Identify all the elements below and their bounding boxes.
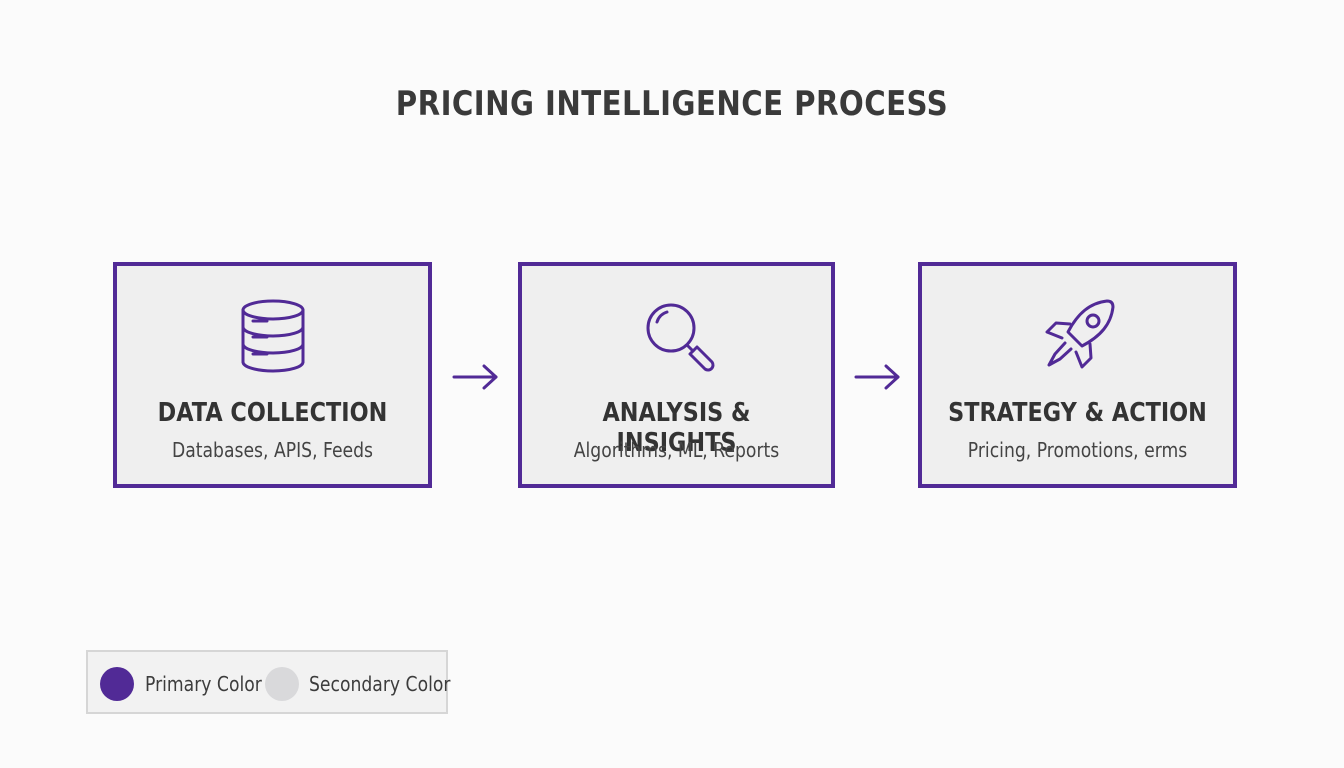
legend-swatch-primary — [100, 667, 134, 701]
step-card-analysis-insights: ANALYSIS & INSIGHTS Algorithms, ML, Repo… — [518, 262, 835, 488]
step-card-strategy-action: STRATEGY & ACTION Pricing, Promotions, e… — [918, 262, 1237, 488]
legend-swatch-secondary — [265, 667, 299, 701]
diagram-title: PRICING INTELLIGENCE PROCESS — [395, 84, 949, 124]
legend-label-secondary: Secondary Color — [309, 672, 451, 696]
step-title: DATA COLLECTION — [157, 398, 388, 428]
database-icon — [233, 296, 313, 376]
step-card-data-collection: DATA COLLECTION Databases, APIS, Feeds — [113, 262, 432, 488]
step-title: STRATEGY & ACTION — [948, 398, 1207, 428]
step-subtitle: Pricing, Promotions, erms — [967, 438, 1188, 462]
step-title: ANALYSIS & INSIGHTS — [602, 398, 751, 458]
step-subtitle: Algorithms, ML, Reports — [573, 438, 780, 462]
magnifying-glass-icon — [637, 296, 717, 376]
legend-label-primary: Primary Color — [145, 672, 262, 696]
rocket-icon — [1038, 296, 1118, 376]
arrow-right-icon — [854, 362, 902, 392]
step-subtitle: Databases, APIS, Feeds — [171, 438, 374, 462]
legend: Primary Color Secondary Color — [86, 650, 451, 714]
arrow-right-icon — [452, 362, 500, 392]
